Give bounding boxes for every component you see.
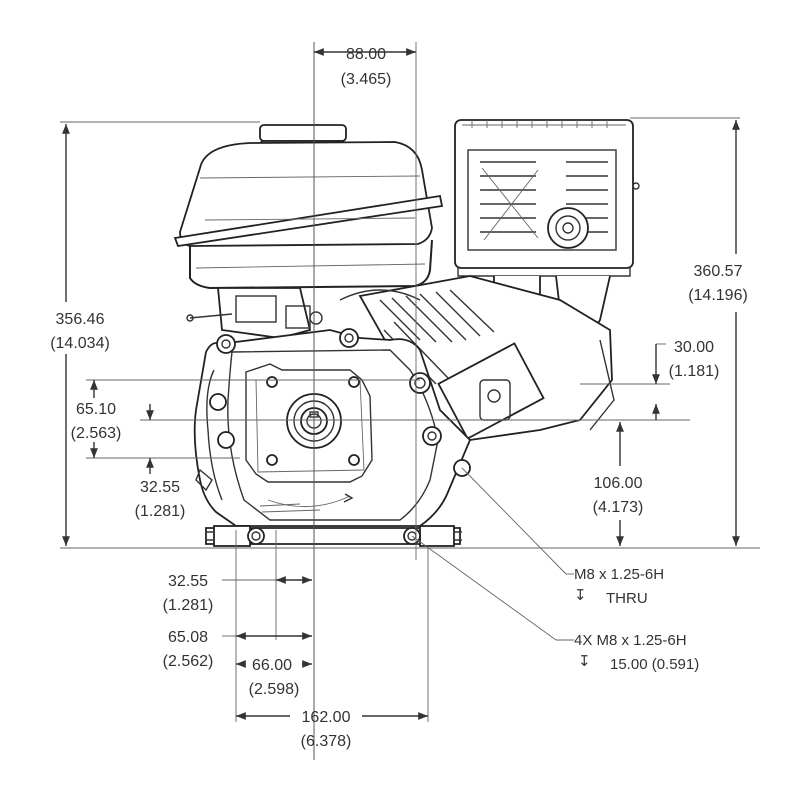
dim-bottom-1-mm: 32.55 <box>168 573 208 590</box>
dim-bottom-2: 65.08 (2.562) <box>163 629 312 670</box>
dim-height-right-mm: 360.57 <box>694 263 743 280</box>
callout-thru-hole: M8 x 1.25-6H ↧ THRU <box>461 467 664 607</box>
depth-symbol-2: ↧ <box>578 653 591 670</box>
dim-bottom-2-in: (2.562) <box>163 653 214 670</box>
dim-bottom-4-mm: 162.00 <box>302 709 351 726</box>
dim-height-right-in: (14.196) <box>688 287 748 304</box>
dim-bottom-3: 66.00 (2.598) <box>236 657 312 698</box>
dim-bottom-3-in: (2.598) <box>249 681 300 698</box>
dim-width-top: 88.00 (3.465) <box>314 46 416 88</box>
dim-right-small-mm: 30.00 <box>674 339 714 356</box>
reference-lines <box>60 42 760 760</box>
dim-bottom-2-mm: 65.08 <box>168 629 208 646</box>
mounting-base <box>205 525 462 547</box>
engine-outline <box>173 119 640 547</box>
callout-tapped-holes: 4X M8 x 1.25-6H ↧ 15.00 (0.591) <box>411 535 699 673</box>
dim-bottom-4: 162.00 (6.378) <box>236 709 428 750</box>
dim-bottom-1: 32.55 (1.281) <box>163 573 312 614</box>
dim-crank-height-in: (4.173) <box>593 499 644 516</box>
dim-left-lower-mm: 32.55 <box>140 479 180 496</box>
dim-right-small-in: (1.181) <box>669 363 720 380</box>
dim-bottom-3-mm: 66.00 <box>252 657 292 674</box>
dim-left-lower-in: (1.281) <box>135 503 186 520</box>
carburetor <box>186 287 421 339</box>
callout-thru-line2: THRU <box>606 590 648 607</box>
muffler <box>454 119 640 277</box>
callout-tapped-line2: 15.00 (0.591) <box>610 656 699 673</box>
dim-crank-height-mm: 106.00 <box>594 475 643 492</box>
dim-right-small: 30.00 (1.181) <box>652 339 720 420</box>
dim-crank-height: 106.00 (4.173) <box>593 422 644 546</box>
dim-left-upper-in: (2.563) <box>71 425 122 442</box>
dim-width-top-in: (3.465) <box>341 71 392 88</box>
fuel-tank <box>173 124 444 290</box>
dim-height-left-mm: 356.46 <box>56 311 105 328</box>
callout-thru-line1: M8 x 1.25-6H <box>574 566 664 583</box>
dim-left-upper-mm: 65.10 <box>76 401 116 418</box>
dim-height-right: 360.57 (14.196) <box>688 120 748 546</box>
dim-height-left: 356.46 (14.034) <box>50 124 110 546</box>
dim-bottom-1-in: (1.281) <box>163 597 214 614</box>
dim-height-left-in: (14.034) <box>50 335 110 352</box>
callout-tapped-line1: 4X M8 x 1.25-6H <box>574 632 687 649</box>
depth-symbol-1: ↧ <box>574 587 587 604</box>
dim-width-top-mm: 88.00 <box>346 46 386 63</box>
dim-left-upper: 65.10 (2.563) <box>71 380 122 458</box>
dim-bottom-4-in: (6.378) <box>301 733 352 750</box>
dim-left-lower: 32.55 (1.281) <box>135 404 186 520</box>
